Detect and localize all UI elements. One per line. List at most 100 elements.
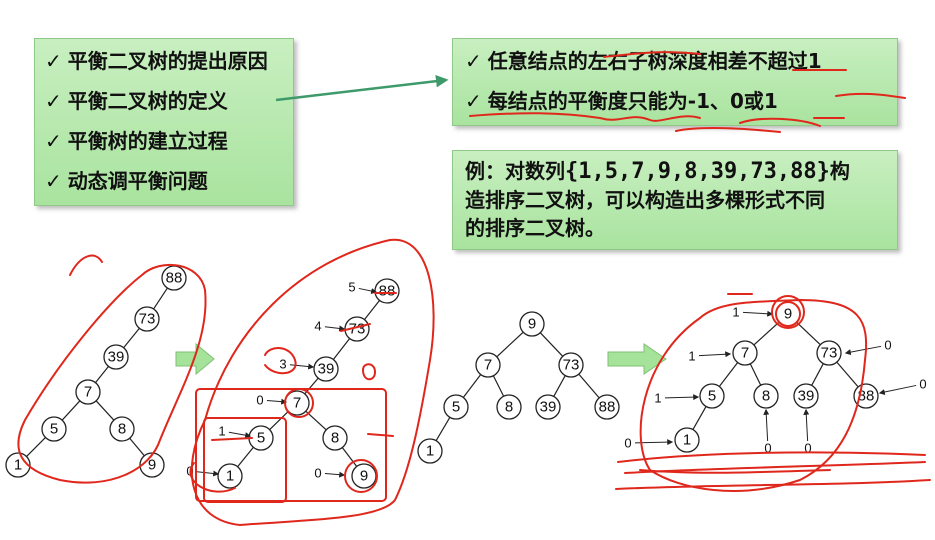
tree4-node: 1 bbox=[674, 427, 700, 453]
tree2-node: 8 bbox=[322, 425, 348, 451]
tree3-edge bbox=[539, 332, 564, 357]
tree3-node: 73 bbox=[558, 352, 584, 378]
tree1-node-label: 9 bbox=[148, 457, 156, 474]
tree1-node-label: 5 bbox=[50, 421, 58, 438]
tree2-node-label: 7 bbox=[293, 395, 301, 412]
tree2-edge bbox=[237, 446, 254, 468]
tree1-node-circle bbox=[41, 416, 67, 442]
tree1-node: 5 bbox=[41, 416, 67, 442]
topic-item: ✓平衡树的建立过程 bbox=[45, 129, 228, 153]
tree2-node-circle bbox=[322, 425, 348, 451]
tree4-node-circle bbox=[793, 383, 819, 409]
tree2-edge bbox=[341, 447, 358, 467]
tree4-node-label: 1 bbox=[683, 432, 691, 449]
check-icon: ✓ bbox=[45, 89, 62, 113]
check-icon: ✓ bbox=[465, 49, 482, 73]
tree2-balance-label: 4 bbox=[314, 319, 321, 334]
tree3-node-circle bbox=[558, 352, 584, 378]
tree3-node: 9 bbox=[519, 311, 545, 337]
tree2-edge bbox=[332, 338, 351, 360]
tree4-balance-label: 1 bbox=[654, 391, 661, 406]
example-line: 的排序二叉树。 bbox=[465, 216, 605, 240]
tree4-edge bbox=[749, 363, 762, 386]
tree1-node-label: 39 bbox=[108, 349, 125, 366]
definition-item: ✓每结点的平衡度只能为-1、0或1 bbox=[465, 89, 778, 113]
tree2-node: 1 bbox=[217, 463, 243, 489]
tree2-balance-arrow bbox=[324, 325, 346, 332]
tree4-balance-arrow bbox=[698, 351, 732, 358]
tree2-node: 88 bbox=[374, 278, 400, 304]
topic-item: ✓平衡二叉树的定义 bbox=[45, 89, 228, 113]
tree2-node: 9 bbox=[351, 463, 377, 489]
tree4-node-label: 5 bbox=[708, 388, 716, 405]
tree3-node-circle bbox=[417, 438, 443, 464]
tree3-node-circle bbox=[496, 394, 522, 420]
tree1-node: 88 bbox=[161, 265, 187, 291]
tree2-node-label: 8 bbox=[331, 430, 339, 447]
tree3-node-label: 7 bbox=[484, 357, 492, 374]
tree4-balance-label: 0 bbox=[919, 377, 926, 392]
example-line: 例：对数列{1,5,7,9,8,39,73,88}构 bbox=[465, 159, 850, 184]
tree2-edge bbox=[305, 410, 327, 431]
tree3-node-label: 8 bbox=[505, 399, 513, 416]
tree2-node-label: 88 bbox=[379, 283, 396, 300]
tree3-node-label: 88 bbox=[599, 399, 616, 416]
tree4-node: 39 bbox=[793, 383, 819, 409]
tree3-node-label: 5 bbox=[452, 399, 460, 416]
tree1-node: 9 bbox=[139, 452, 165, 478]
tree2-node-label: 1 bbox=[226, 468, 234, 485]
tree3-edge bbox=[578, 373, 600, 399]
tree2-balance-label: 1 bbox=[218, 424, 225, 439]
tree1-node-label: 88 bbox=[166, 270, 183, 287]
tree2-balance-label: 3 bbox=[279, 357, 286, 372]
example-line: 造排序二叉树，可以构造出多棵形式不同 bbox=[465, 188, 825, 212]
tree3-node: 39 bbox=[535, 394, 561, 420]
tree4-node: 7 bbox=[732, 340, 758, 366]
check-icon: ✓ bbox=[45, 169, 62, 193]
definition-arrow bbox=[275, 74, 449, 102]
tree1-node-circle bbox=[134, 306, 160, 332]
example-box: 例：对数列{1,5,7,9,8,39,73,88}构 造排序二叉树，可以构造出多… bbox=[452, 150, 898, 250]
tree4-node-circle bbox=[699, 383, 725, 409]
tree3-node: 8 bbox=[496, 394, 522, 420]
tree1-node-circle bbox=[75, 379, 101, 405]
tree2-balance-arrow bbox=[228, 431, 252, 439]
tree4-balance-label: 1 bbox=[732, 305, 739, 320]
tree3-edge bbox=[435, 417, 451, 441]
tree1-node: 8 bbox=[109, 416, 135, 442]
tree4-node-circle bbox=[816, 340, 842, 366]
tree4-edge bbox=[692, 406, 707, 430]
tree4-node-label: 39 bbox=[798, 388, 815, 405]
check-icon: ✓ bbox=[45, 49, 62, 73]
tree4-node-label: 9 bbox=[784, 306, 792, 323]
check-icon: ✓ bbox=[465, 89, 482, 113]
tree1-node-circle bbox=[5, 452, 31, 478]
tree4-balance-label: 1 bbox=[688, 349, 695, 364]
tree2-balance-arrow bbox=[358, 287, 378, 294]
tree2-balance-arrow bbox=[324, 471, 346, 478]
tree3-node-circle bbox=[475, 352, 501, 378]
tree1-node-circle bbox=[109, 416, 135, 442]
tree4-node-circle bbox=[732, 340, 758, 366]
tree4-node: 8 bbox=[753, 383, 779, 409]
check-icon: ✓ bbox=[45, 129, 62, 153]
tree4-node-label: 8 bbox=[762, 388, 770, 405]
tree4-balance-label: 0 bbox=[764, 441, 771, 456]
tree3-edge bbox=[496, 331, 524, 358]
tree4-edge bbox=[796, 321, 821, 346]
tree4-edge bbox=[753, 321, 780, 346]
tree4-node: 73 bbox=[816, 340, 842, 366]
tree3-node-label: 39 bbox=[540, 399, 557, 416]
tree4-edge bbox=[811, 363, 824, 386]
tree2-edge bbox=[269, 410, 289, 431]
tree4-balance-arrow bbox=[742, 310, 774, 317]
tree2-node-label: 39 bbox=[318, 361, 335, 378]
tree1-node: 7 bbox=[75, 379, 101, 405]
tree4-balance-arrow bbox=[844, 345, 882, 356]
tree4-node-label: 88 bbox=[858, 388, 875, 405]
tree1-node: 1 bbox=[5, 452, 31, 478]
tree1-node-label: 1 bbox=[14, 457, 22, 474]
tree2-node-label: 9 bbox=[360, 468, 368, 485]
tree4-node-circle bbox=[753, 383, 779, 409]
